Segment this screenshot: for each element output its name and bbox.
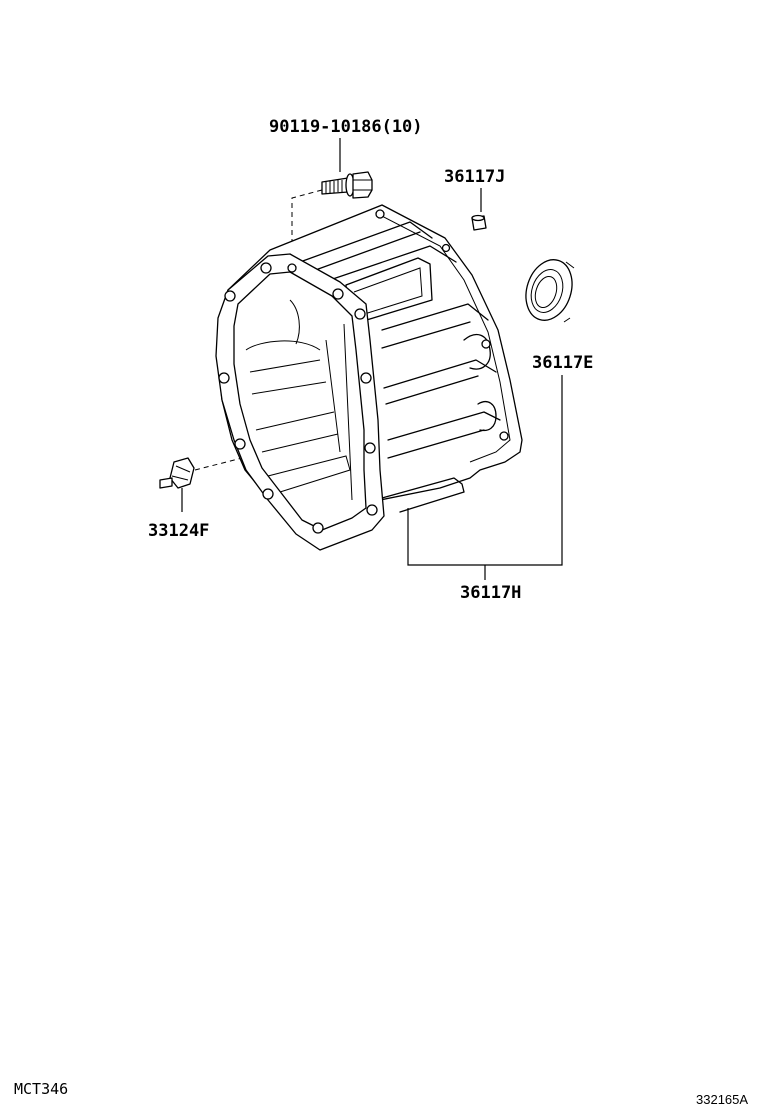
transmission-case-illustration xyxy=(215,204,523,551)
diagram-code: MCT346 xyxy=(14,1080,68,1098)
bolt-illustration xyxy=(321,171,373,199)
pin-illustration xyxy=(471,214,487,231)
case-assembly-part-label: 36117H xyxy=(460,583,521,603)
plug-part-label: 33124F xyxy=(148,521,209,541)
pin-part-label: 36117J xyxy=(444,167,505,187)
plug-illustration xyxy=(159,457,195,489)
oil-seal-illustration xyxy=(525,259,575,323)
oil-seal-part-label: 36117E xyxy=(532,353,593,373)
image-code: 332165A xyxy=(696,1092,748,1107)
bolt-part-label: 90119-10186(10) xyxy=(269,117,423,137)
